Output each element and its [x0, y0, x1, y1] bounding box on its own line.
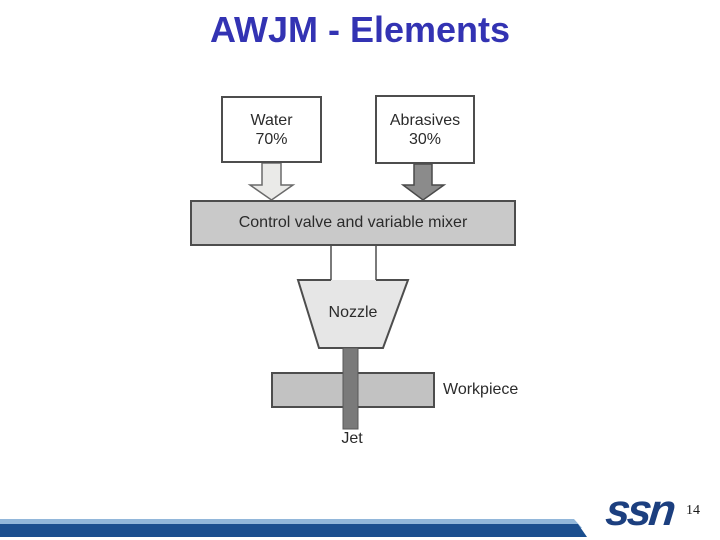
mixer-box-label: Control valve and variable mixer [238, 214, 468, 231]
abrasives-box: Abrasives 30% [375, 95, 475, 164]
jet-label: Jet [341, 430, 363, 447]
workpiece-label: Workpiece [443, 381, 519, 398]
page-number: 14 [686, 503, 700, 518]
water-box-value: 70% [255, 130, 288, 148]
slide-title: AWJM - Elements [209, 9, 511, 50]
footer-bar-light [0, 519, 582, 528]
nozzle-label: Nozzle [328, 304, 378, 321]
abrasives-flow-arrow-icon [400, 163, 447, 201]
footer-bar-dark [0, 524, 587, 537]
water-flow-arrow-icon [247, 162, 296, 201]
abrasives-box-title: Abrasives [389, 111, 461, 129]
nozzle-shape [298, 280, 408, 348]
jet-bar [342, 347, 359, 430]
ssn-logo: ssn [603, 486, 676, 535]
water-box: Water 70% [221, 96, 322, 163]
abrasives-box-value: 30% [408, 130, 442, 148]
water-box-title: Water [250, 111, 293, 129]
mixer-box: Control valve and variable mixer [190, 200, 516, 246]
